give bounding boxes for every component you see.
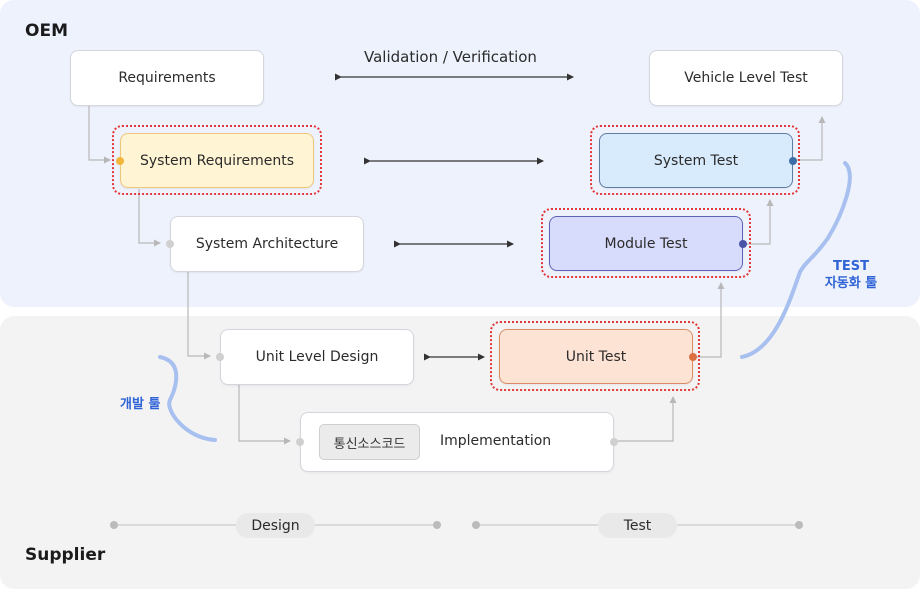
flow-impl-to-unittest	[614, 396, 677, 442]
test-automation-line2: 자동화 툴	[824, 276, 878, 291]
flow-unit-to-impl	[238, 385, 291, 445]
timeline-design-pill: Design	[236, 513, 315, 538]
system-architecture-box[interactable]: System Architecture	[170, 216, 364, 272]
test-automation-label: TEST 자동화 툴	[815, 258, 887, 292]
flow-sysreq-to-arch	[138, 189, 161, 247]
implementation-out-port	[610, 438, 618, 446]
module-test-highlight	[541, 208, 751, 278]
source-code-chip: 통신소스코드	[319, 424, 420, 460]
module-test-port	[739, 240, 747, 248]
system-test-box[interactable]: System Test	[599, 133, 793, 188]
system-architecture-port	[166, 240, 174, 248]
flow-module-to-systest	[743, 199, 774, 245]
unit-test-box[interactable]: Unit Test	[499, 329, 693, 384]
unit-level-design-box[interactable]: Unit Level Design	[220, 329, 414, 385]
supplier-label: Supplier	[25, 545, 106, 565]
oem-label: OEM	[25, 21, 68, 41]
flow-systest-to-vehicle	[793, 116, 826, 161]
system-requirements-highlight	[112, 125, 322, 195]
module-test-box[interactable]: Module Test	[549, 216, 743, 271]
system-requirements-port	[116, 157, 124, 165]
timeline-test-pill: Test	[598, 513, 677, 538]
requirements-box[interactable]: Requirements	[70, 50, 264, 106]
flow-unittest-to-module	[693, 282, 725, 358]
system-test-highlight	[590, 125, 800, 195]
flow-req-to-sysreq	[88, 106, 111, 164]
test-automation-line1: TEST	[833, 259, 869, 274]
unit-level-design-port	[216, 353, 224, 361]
vehicle-level-test-box[interactable]: Vehicle Level Test	[649, 50, 843, 106]
system-requirements-box[interactable]: System Requirements	[120, 133, 314, 188]
validation-verification-label: Validation / Verification	[364, 48, 537, 66]
implementation-in-port	[296, 438, 304, 446]
flow-arch-to-unit	[187, 272, 211, 360]
implementation-label: Implementation	[440, 433, 552, 449]
system-test-port	[789, 157, 797, 165]
test-automation-brace	[740, 161, 852, 359]
dev-tool-brace	[158, 355, 217, 442]
dev-tool-label: 개발 툴	[120, 397, 161, 412]
unit-test-port	[689, 353, 697, 361]
unit-test-highlight	[490, 321, 700, 391]
